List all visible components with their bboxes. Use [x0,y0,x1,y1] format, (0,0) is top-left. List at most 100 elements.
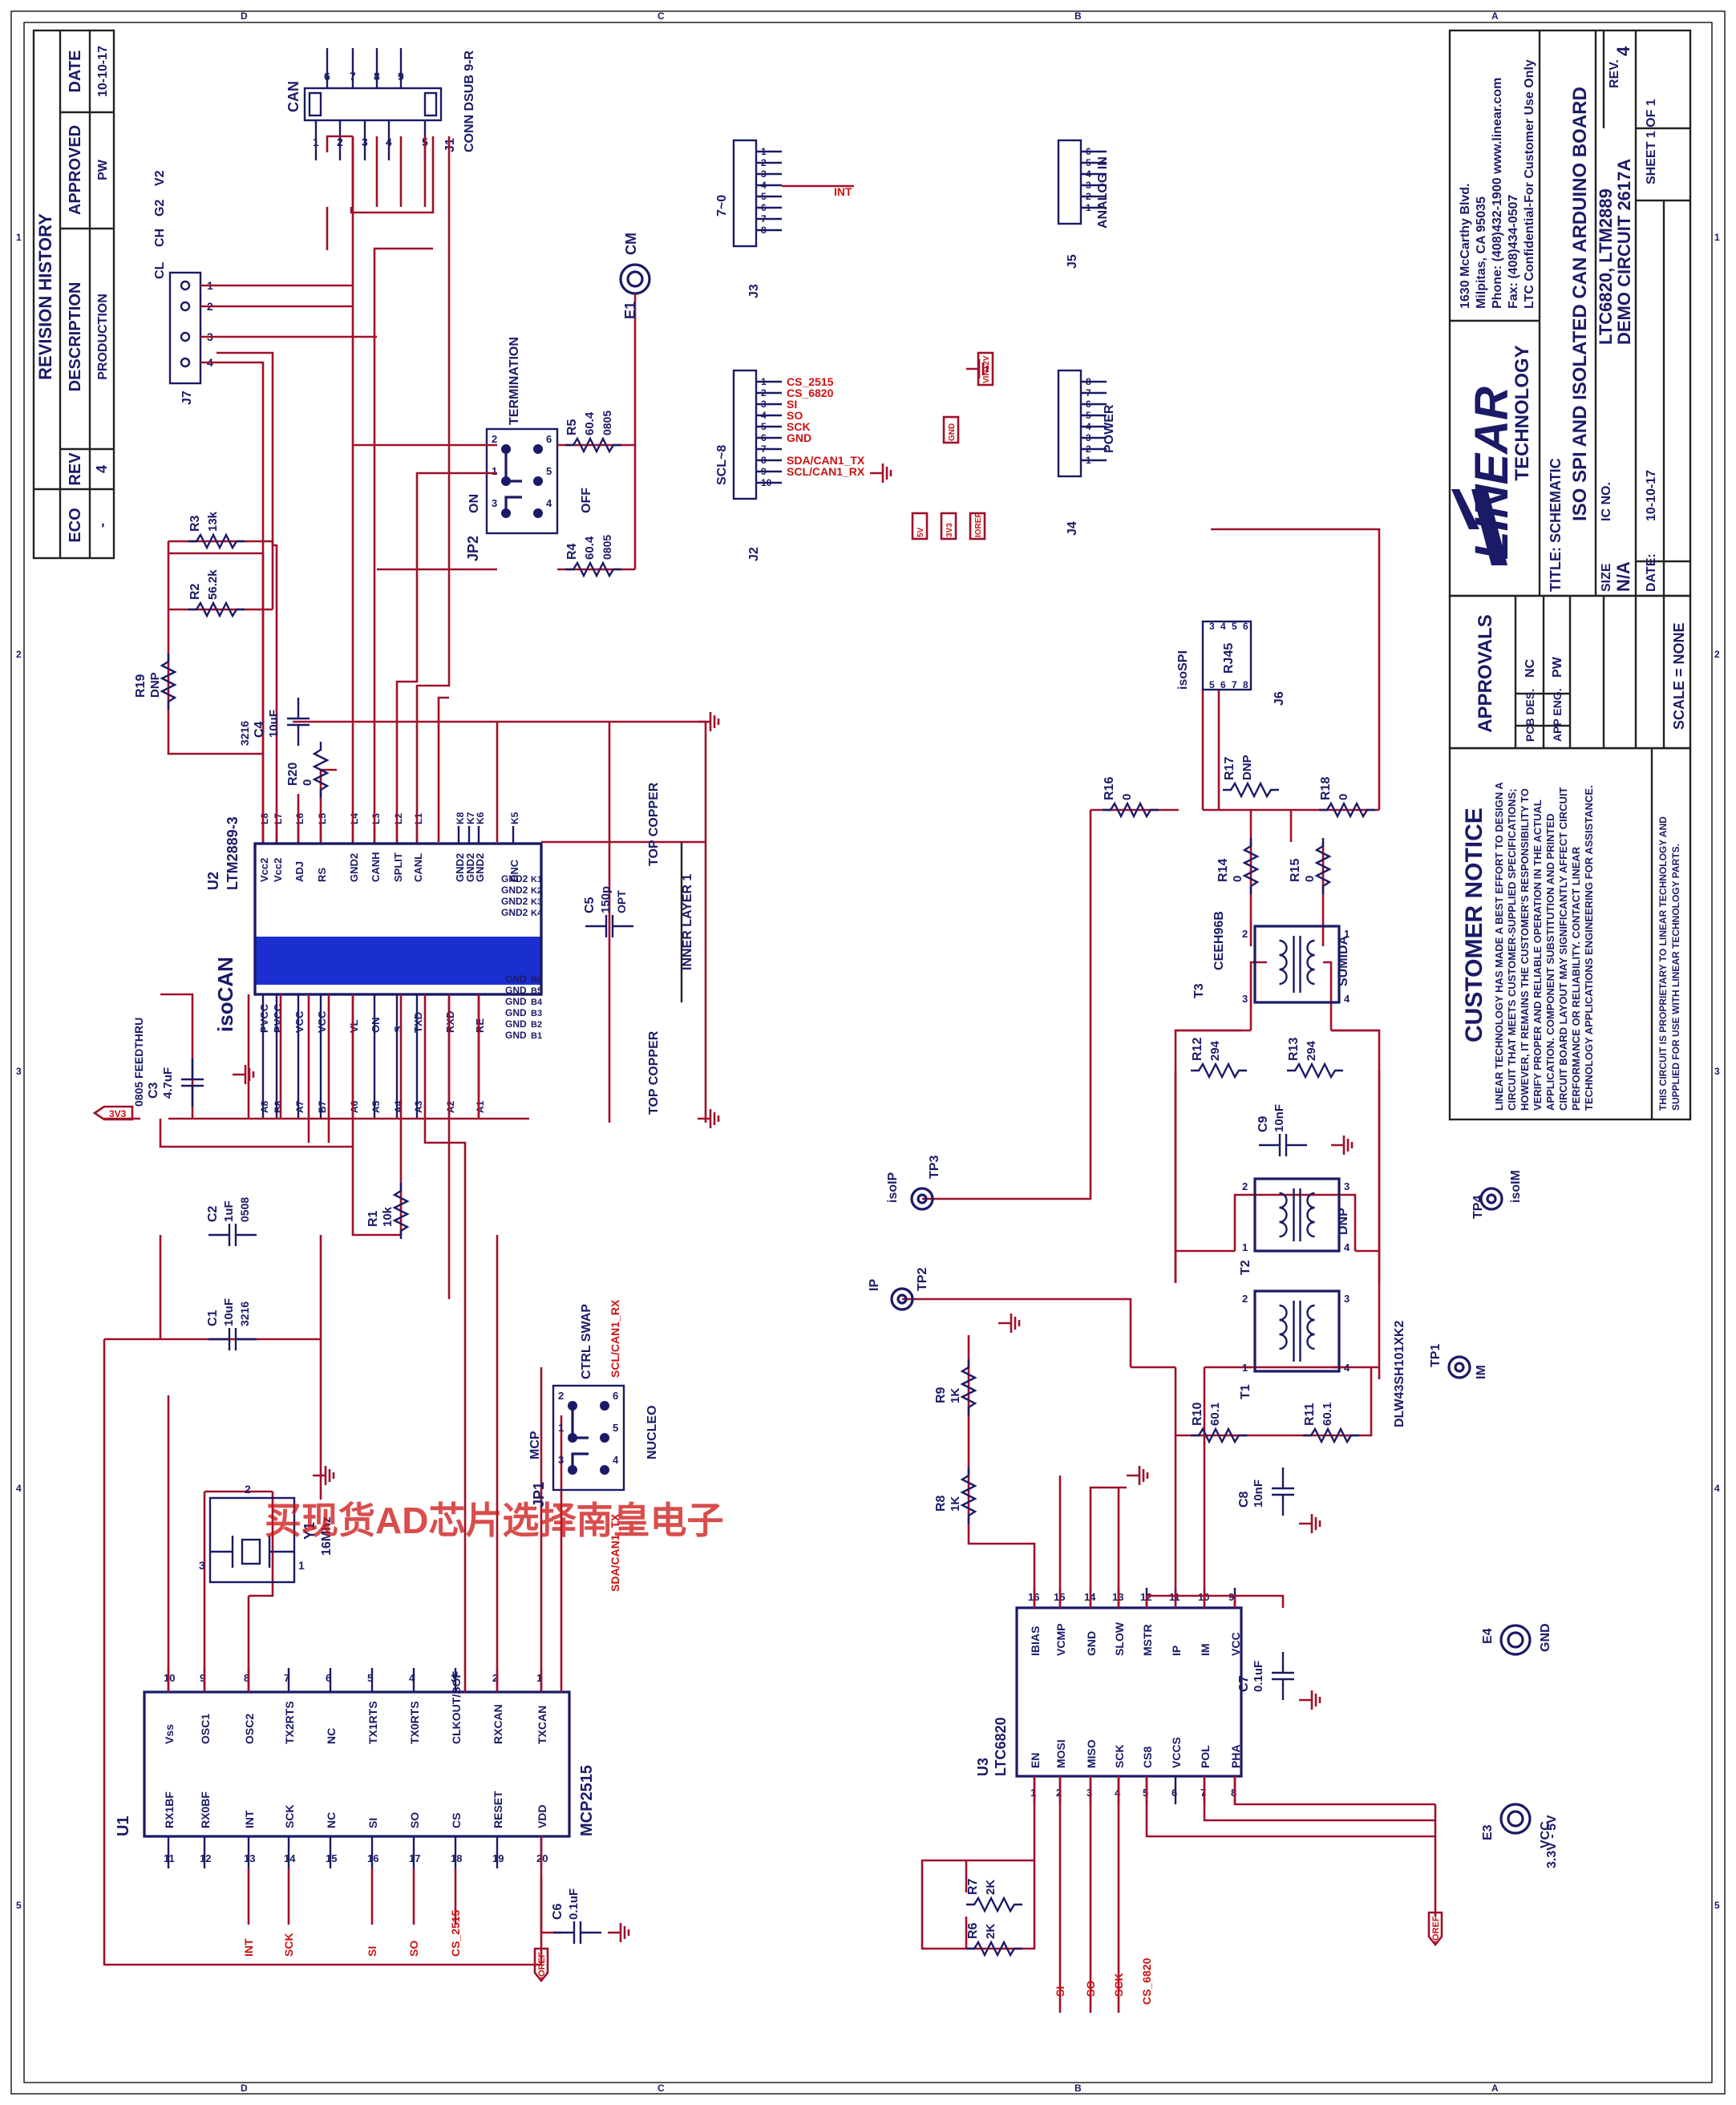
resistor-ref: R19 [134,674,148,698]
jumper-pin [533,444,543,454]
u1-pin-number: 19 [492,1852,504,1864]
header-pin-number: 7 [1086,387,1091,399]
capacitor-value: 10nF [1273,1104,1286,1132]
j6-name: RJ45 [1222,643,1236,674]
u3-net-label: SI [1054,1986,1066,1997]
u2-pin-name: GND2 [464,853,476,882]
winding [1306,939,1315,957]
header-pin-number: 8 [1086,376,1091,387]
test-point-center [917,1193,928,1204]
capacitor-value: 10nF [1252,1480,1265,1508]
power-net-flag [940,512,957,540]
resistor-value: 0 [1231,876,1244,882]
ioref-flag: IOREF [533,1947,549,1983]
terminal-center [1507,1631,1524,1649]
j6-pin-number: 6 [1243,621,1248,632]
u1-pin-name: OSC2 [243,1714,256,1744]
border-col-index: 4 [1714,1483,1720,1494]
resistor-r1 [392,1183,410,1239]
u2-pin-name: GND2 [348,853,360,882]
u1-pin-number: 8 [244,1672,249,1684]
title-label: TITLE: SCHEMATIC [1548,458,1564,592]
u2-pin-number: A7 [294,1100,306,1113]
header-pin-number: 2 [761,387,767,399]
jumper-pin [533,476,543,486]
winding [1279,1318,1288,1336]
capacitor-ref: C6 [551,1903,565,1920]
resistor-ref: R17 [1223,757,1236,780]
header-pin-number: 7 [761,443,767,455]
j3-ref: J3 [747,284,761,298]
winding [1306,953,1315,971]
notice-footer: SUPPLIED FOR USE WITH LINEAR TECHNOLOGY … [1670,844,1681,1111]
u2-pin-name: VCC [316,1010,328,1033]
u2-pin-number: A2 [445,1100,456,1113]
u1-pin-name: NC [325,1728,338,1744]
u1-net-label: SO [407,1941,420,1957]
header-pin-number: 4 [1086,168,1091,180]
jumper-pin-number: 1 [558,1422,564,1434]
e1-test-point: E1 CM [619,233,651,445]
y1-value: 16Mhz [320,1516,334,1556]
jumper-pin-number: 5 [613,1422,618,1434]
u2-pin-name: SPLIT [392,852,404,882]
test-point-center [1486,1193,1497,1204]
address-line: Phone: (408)432-1900 www.linear.com [1491,78,1504,309]
u3-pin-name: POL [1199,1745,1212,1768]
u3-net-label: SO [1084,1981,1097,1997]
u2-pin-number: A3 [413,1100,424,1113]
header-pin-number: 6 [761,202,767,213]
resistor-value: 0 [1337,794,1350,800]
u2-pin-name: S [392,1026,404,1033]
header-pin-number: 2 [1086,191,1091,202]
notice-line: APPLICATION. COMPONENT SUBSTITUTION AND … [1544,814,1556,1111]
u1-pin-name: RX1BF [163,1791,176,1828]
u2-gnd-pin-number: B1 [531,1031,542,1041]
u1-pin-name: CS [450,1813,463,1828]
resistor-r19 [160,654,177,710]
header-pin-number: 6 [1086,399,1091,410]
header-net-label: CS_6820 [787,387,834,399]
resistor-value: 0 [1120,794,1134,800]
jumper-pin-number: 3 [492,497,497,509]
transformer-pin: 2 [1242,928,1248,940]
test-point-net: IM [1475,1365,1488,1379]
resistor-value: 60.4 [583,411,597,435]
jp1-ref: JP1 [531,1482,547,1508]
border-row-index: C [658,2083,665,2094]
transformer-pin: 1 [1242,1362,1248,1374]
power-net-flag [911,512,929,540]
capacitor-ref: C5 [583,897,597,913]
jp1-title: CTRL SWAP [580,1304,593,1379]
resistor-ref: R3 [188,515,202,532]
power-net-flag [942,415,960,444]
resistor-ref: R9 [934,1386,948,1403]
notice-footer: THIS CIRCUIT IS PROPRIETARY TO LINEAR TE… [1657,816,1669,1111]
resistor-r17 [1223,781,1279,799]
rev-approved: PW [96,159,110,180]
u1-pin-name: SCK [283,1804,296,1828]
u1-pin-name: TX0RTS [408,1701,421,1744]
transformer-pin: 4 [1344,1362,1350,1374]
ground-symbol [698,712,720,731]
border-row-index: A [1491,10,1499,22]
header-net-label: SDA/CAN1_TX [787,454,865,467]
u3-pin-name: EN [1029,1753,1042,1768]
test-point-net: IP [868,1279,881,1291]
notice-line: CIRCUIT THAT MEETS CUSTOMER-SUPPLIED SPE… [1506,788,1518,1111]
border-row-index: B [1074,2083,1082,2094]
notice-line: LINEAR TECHNOLOGY HAS MADE A BEST EFFORT… [1493,782,1505,1111]
jumper-pin-number: 2 [492,433,497,445]
j2-ref: J2 [747,547,761,561]
j4-ref: J4 [1066,521,1079,536]
notice-line: PERFORMANCE OR RELIABILITY. CONTACT LINE… [1570,846,1582,1111]
v3v3-flag: 3V3 [92,1105,134,1121]
u2-gnd2-pin-number: K4 [531,909,543,918]
u2-body-fill [255,937,541,985]
approval-label: APP ENG. [1551,688,1564,742]
test-point-tp1 [1447,1355,1471,1379]
u2-pin-name: PVCC [258,1003,270,1033]
winding [1306,1220,1315,1238]
capacitor-ref: C7 [1237,1675,1251,1692]
u2-ref: U2 [205,872,221,890]
